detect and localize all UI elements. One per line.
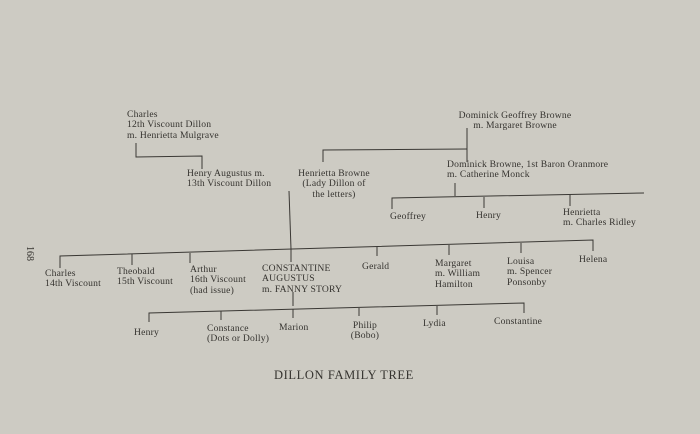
person-constantine-augustus: CONSTANTINE AUGUSTUS m. FANNY STORY	[262, 263, 343, 295]
person-dominick-geoffrey-browne: Dominick Geoffrey Browne m. Margaret Bro…	[458, 110, 572, 132]
person-marion: Marion	[279, 322, 309, 333]
person-theobald: Theobald 15th Viscount	[117, 266, 173, 288]
figure-title: DILLON FAMILY TREE	[274, 368, 414, 382]
line-oranmore-children	[391, 192, 645, 209]
person-geoffrey: Geoffrey	[390, 211, 427, 222]
page-number: 168	[24, 246, 35, 261]
person-lydia: Lydia	[423, 318, 446, 329]
line-dominick-to-henrietta	[322, 148, 468, 162]
person-margaret: Margaret m. William Hamilton	[435, 258, 481, 290]
person-gerald: Gerald	[362, 261, 390, 272]
person-helena: Helena	[579, 254, 608, 265]
person-charles-12th: Charles 12th Viscount Dillon m. Henriett…	[127, 109, 219, 141]
person-dominick-browne-oranmore: Dominick Browne, 1st Baron Oranmore m. C…	[447, 159, 609, 181]
person-henrietta-ridley: Henrietta m. Charles Ridley	[563, 207, 636, 229]
person-henry-child: Henry	[134, 327, 159, 338]
person-henrietta-browne: Henrietta Browne (Lady Dillon of the let…	[298, 168, 370, 200]
person-arthur: Arthur 16th Viscount (had issue)	[190, 264, 246, 296]
line-charles12-to-henry13	[135, 143, 203, 169]
person-constantine: Constantine	[494, 316, 543, 327]
person-louisa: Louisa m. Spencer Ponsonby	[507, 256, 553, 288]
person-henry-augustus-13th: Henry Augustus m. 13th Viscount Dillon	[187, 168, 272, 190]
line-gen3-bar	[148, 302, 525, 322]
line-marriage-down	[288, 190, 292, 250]
person-constance: Constance (Dots or Dolly)	[207, 323, 270, 345]
line-gen2-bar	[59, 239, 594, 268]
person-philip: Philip (Bobo)	[350, 320, 380, 342]
person-henry-browne: Henry	[476, 210, 501, 221]
person-charles-14th: Charles 14th Viscount	[45, 268, 101, 290]
